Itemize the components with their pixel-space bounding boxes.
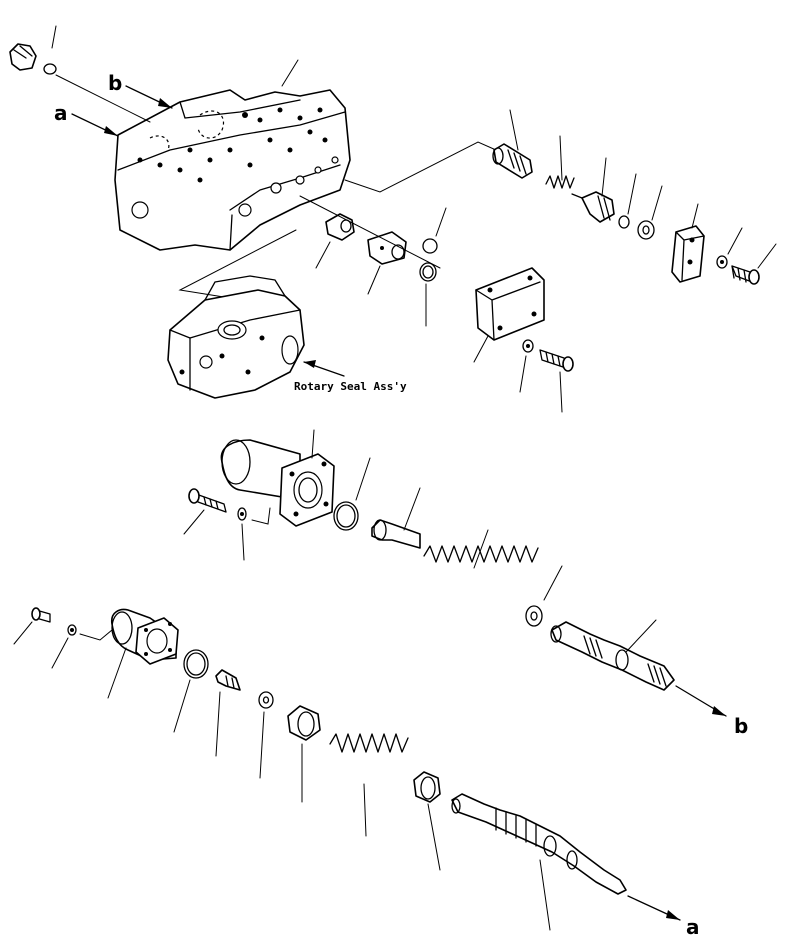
leader-line [178,229,297,299]
washer-part [637,185,663,240]
spring-part [545,135,575,189]
washer-part [51,624,77,669]
end-cap-part [107,608,179,699]
spool-sleeve-part [367,231,407,295]
spring-part [329,733,409,837]
label-arrow-a-bottom [627,895,681,921]
leader-line [251,507,271,525]
rotary-seal-arrow [303,360,345,377]
bolt-part [13,607,51,645]
poppet-part [571,157,615,223]
rotary-seal-label: Rotary Seal Ass'y [294,380,407,393]
plate-part [671,203,705,283]
spring-retainer-part [413,771,441,871]
label-arrow-b-top [125,85,173,109]
spring-seat-part [371,487,421,549]
o-ring-part [43,63,57,75]
rotary-seal-assembly-part [167,275,305,399]
valve-plug-part [492,109,533,179]
o-ring-part [618,173,637,229]
washer-part [716,227,743,269]
washer-part [237,507,247,561]
cover-plate-part [473,267,545,363]
bolt-part [731,243,777,285]
leader-line [344,141,497,193]
washer-part [258,691,274,779]
cylinder-cover-part [220,429,335,527]
o-ring-part [333,457,371,531]
label-a-top: a [54,101,68,125]
label-arrow-a-top [71,113,119,137]
bolt-part [539,349,574,413]
bolt-part [183,488,227,535]
washer-part [519,339,534,393]
label-arrow-b-right [675,685,727,717]
o-ring-part [419,262,437,327]
spool-part [550,619,675,691]
washer-part [525,565,563,627]
spring-part [423,529,539,569]
plug-part [9,25,57,71]
bolt-part [215,669,241,757]
o-ring-part [422,207,447,254]
spring-retainer-part [287,705,321,803]
leader-line [55,74,151,123]
sleeve-part [315,213,355,269]
leader-line [79,629,113,641]
label-b-right: b [734,714,748,738]
leader-line [299,195,441,269]
label-a-bottom: a [686,915,700,936]
main-spool-part [451,793,627,931]
o-ring-part [173,649,209,733]
valve-body-part [114,59,351,251]
label-b-top: b [108,71,122,95]
